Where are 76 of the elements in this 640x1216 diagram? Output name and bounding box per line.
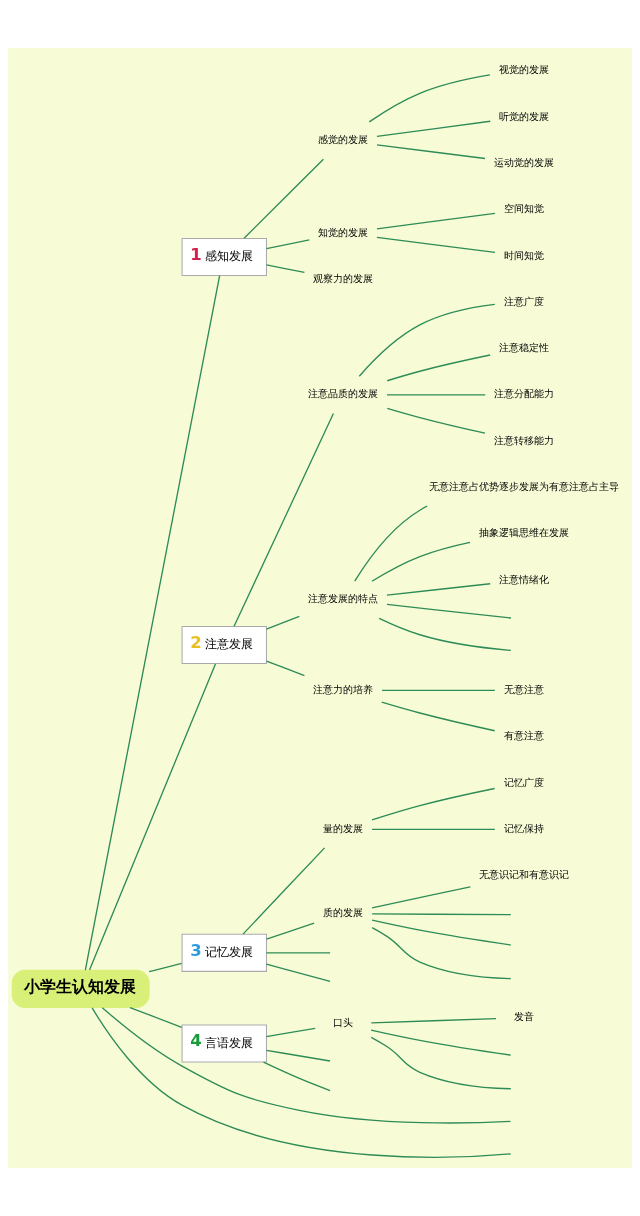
connector	[381, 701, 496, 732]
connector	[371, 927, 512, 980]
connector	[88, 663, 217, 971]
connector	[358, 303, 496, 377]
connector	[376, 236, 496, 254]
connector	[101, 1007, 512, 1124]
connector	[378, 617, 512, 652]
connector	[371, 886, 471, 909]
connector	[370, 1029, 512, 1056]
connector	[265, 963, 331, 983]
node-text: 听觉的发展	[498, 109, 549, 122]
node-text: 视觉的发展	[498, 63, 549, 76]
node-text: 注意广度	[503, 294, 544, 307]
node-box: 4 言语发展	[181, 1024, 267, 1063]
connector	[265, 952, 331, 954]
connector	[148, 962, 183, 973]
connector	[368, 74, 491, 123]
node-text: 注意稳定性	[498, 341, 549, 354]
node-text: 注意分配能力	[493, 387, 554, 400]
node-box: 2 注意发展	[181, 626, 267, 665]
connector	[376, 120, 491, 137]
connector	[265, 922, 315, 940]
node-text: 观察力的发展	[313, 272, 374, 285]
connector	[376, 212, 496, 230]
connector	[242, 847, 326, 935]
node-box: 1 感知发展	[181, 237, 267, 276]
connector	[371, 828, 496, 830]
connector	[84, 275, 221, 971]
node-text: 注意情绪化	[498, 572, 549, 585]
connector	[370, 1036, 512, 1090]
connector	[354, 505, 428, 582]
node-text: 注意力的培养	[313, 682, 374, 695]
node-text: 量的发展	[323, 821, 364, 834]
node-text: 空间知觉	[503, 202, 544, 215]
node-text: 质的发展	[323, 906, 364, 919]
node-text: 运动觉的发展	[493, 155, 554, 168]
node-text: 无意识记和有意识记	[478, 868, 569, 881]
connector	[233, 412, 335, 627]
node-text: 注意品质的发展	[308, 387, 379, 400]
connector	[91, 1007, 512, 1158]
node-text: 记忆广度	[503, 775, 544, 788]
connector	[265, 660, 306, 677]
connector	[262, 1061, 331, 1092]
connector	[371, 919, 512, 946]
connector	[265, 1027, 316, 1038]
node-text: 无意注意占优势逐步发展为有意注意占主导	[428, 480, 619, 493]
connector	[370, 1017, 497, 1024]
connector	[265, 264, 306, 273]
connector	[371, 787, 496, 821]
node-text: 发音	[513, 1010, 534, 1023]
connector	[265, 615, 300, 630]
node-box: 3 记忆发展	[181, 933, 267, 972]
connector	[386, 354, 491, 382]
connector	[371, 541, 471, 582]
node-text: 知觉的发展	[318, 225, 369, 238]
connector	[386, 407, 486, 434]
connector	[129, 1006, 183, 1029]
connector	[376, 144, 486, 160]
node-text: 口头	[333, 1016, 354, 1029]
connector	[265, 1049, 331, 1062]
node-text: 时间知觉	[503, 248, 544, 261]
node-text: 无意注意	[503, 682, 544, 695]
node-text: 注意发展的特点	[308, 592, 379, 605]
node-box: 小学生认知发展	[11, 969, 150, 1008]
node-text: 抽象逻辑思维在发展	[478, 526, 569, 539]
connector	[371, 913, 512, 916]
connector	[381, 689, 496, 691]
connector	[265, 239, 311, 250]
node-text: 感觉的发展	[318, 133, 369, 146]
connector	[386, 603, 512, 619]
node-text: 记忆保持	[503, 821, 544, 834]
connector	[243, 158, 325, 239]
node-text: 注意转移能力	[493, 433, 554, 446]
connector	[386, 394, 486, 396]
connector	[386, 583, 491, 596]
node-text: 有意注意	[503, 729, 544, 742]
